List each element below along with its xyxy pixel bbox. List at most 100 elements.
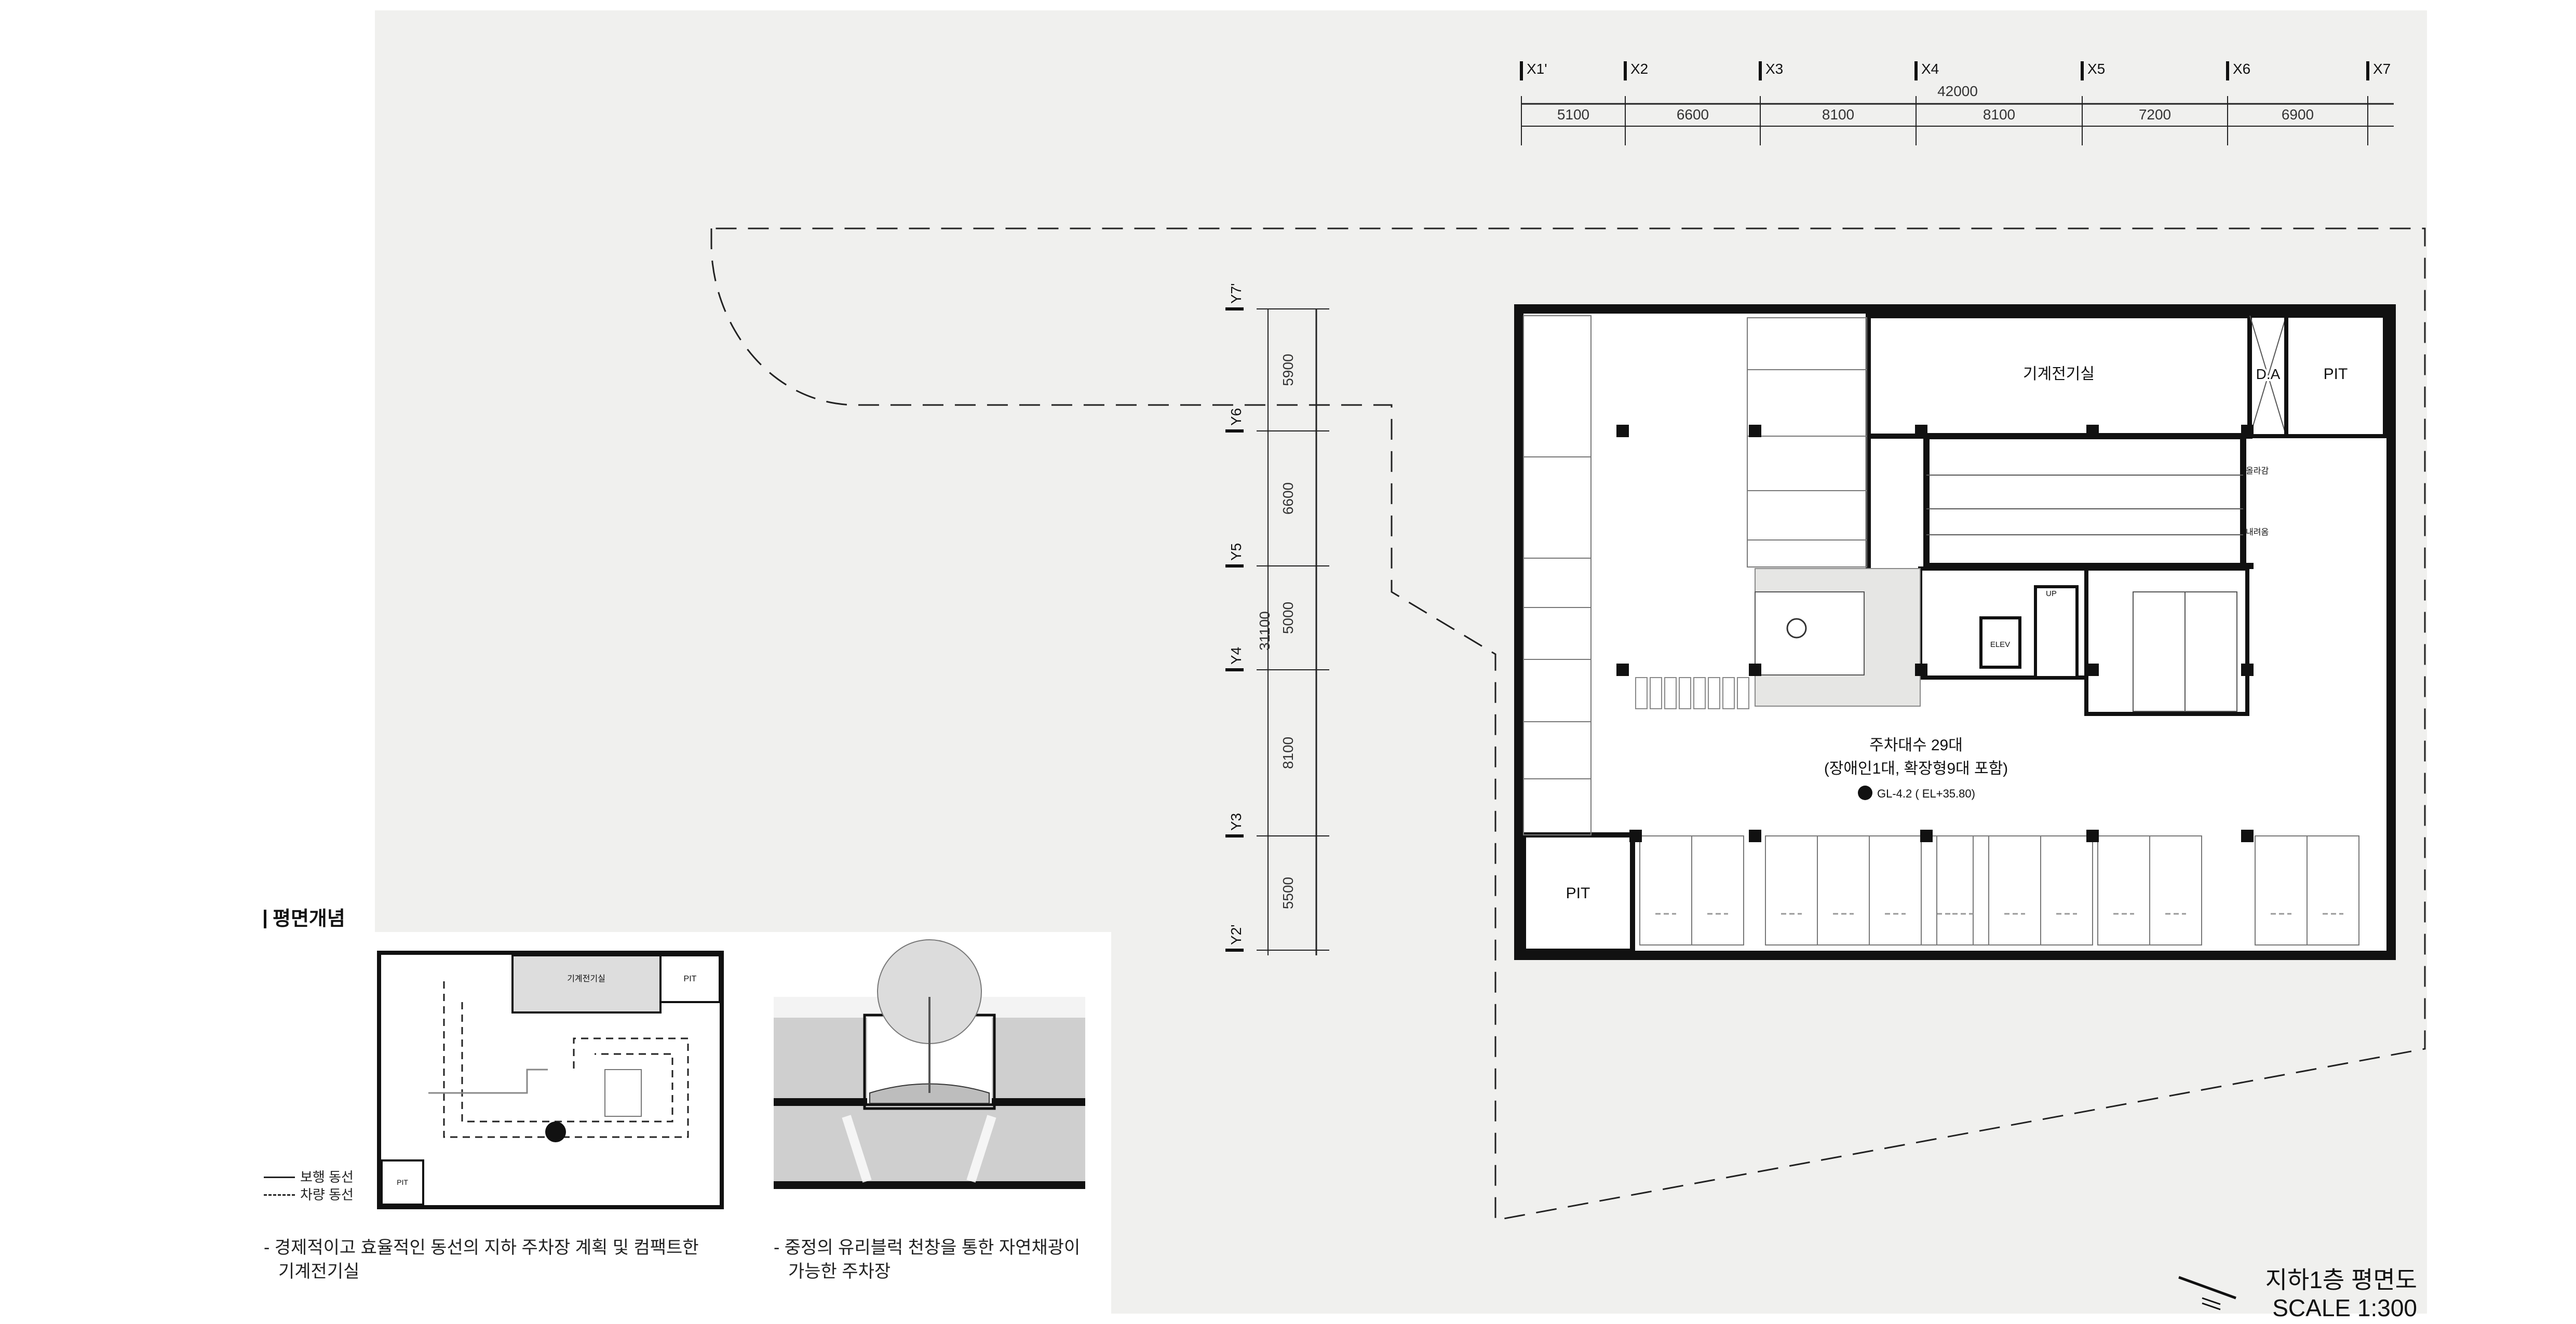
structural-column bbox=[1616, 664, 1629, 676]
y-grid-label: Y5 bbox=[1228, 543, 1244, 561]
x-grid-label: X6 bbox=[2233, 61, 2250, 77]
pit-top-label: PIT bbox=[2324, 366, 2348, 383]
elev-label: ELEV bbox=[1990, 640, 2010, 649]
structural-columns bbox=[1616, 425, 2254, 842]
caption-right: - 중정의 유리블럭 천창을 통한 자연채광이 가능한 주차장 bbox=[774, 1236, 1080, 1284]
structural-column bbox=[1616, 425, 1629, 437]
motorcycle-stall bbox=[1664, 677, 1677, 709]
level-label: GL-4.2 ( EL+35.80) bbox=[1877, 787, 1975, 800]
structural-column bbox=[1920, 830, 1933, 842]
sheet-scale: SCALE 1:300 bbox=[2272, 1294, 2417, 1321]
ramp-down-label: 내려옴 bbox=[2246, 528, 2269, 537]
sheet-title-block: 지하1층 평면도 SCALE 1:300 bbox=[2265, 1266, 2417, 1322]
structural-column bbox=[1915, 664, 1927, 676]
y-grid-label: Y4 bbox=[1228, 647, 1244, 665]
legend-vehicle: 차량 동선 bbox=[300, 1187, 354, 1203]
concept-mini-plan: 기계전기실 PIT PIT bbox=[377, 951, 724, 1209]
y-grid-label: Y6 bbox=[1228, 408, 1244, 426]
structural-column bbox=[2241, 425, 2254, 437]
parking-detail: (장애인1대, 확장형9대 포함) bbox=[1824, 760, 2008, 777]
motorcycle-stall bbox=[1635, 677, 1648, 709]
y-dim-value: 8100 bbox=[1280, 737, 1296, 769]
x-grid-label: X4 bbox=[1921, 61, 1939, 77]
structural-column bbox=[2086, 425, 2099, 437]
motorcycle-stall bbox=[1708, 677, 1720, 709]
x-dim-value: 7200 bbox=[2139, 106, 2171, 123]
x-grid-label: X7 bbox=[2373, 61, 2391, 77]
concept-legend: 보행 동선 차량 동선 bbox=[264, 1168, 354, 1204]
structural-column bbox=[2086, 830, 2099, 842]
y-dim-value: 6600 bbox=[1280, 482, 1296, 515]
mini-mech-label: 기계전기실 bbox=[567, 974, 605, 983]
north-arrow-icon bbox=[2178, 1276, 2236, 1311]
accessible-stall bbox=[1755, 591, 1865, 675]
caption-right-line2: 가능한 주차장 bbox=[788, 1262, 891, 1281]
ramp-up-label: 올라감 bbox=[2246, 466, 2269, 476]
bottom-stalls bbox=[1639, 835, 2359, 945]
pit-top bbox=[2284, 314, 2387, 438]
structural-column bbox=[2241, 664, 2254, 676]
structural-column bbox=[1749, 830, 1761, 842]
x-grid-label: X2 bbox=[1630, 61, 1648, 77]
structural-column bbox=[1749, 664, 1761, 676]
y-grid-label: Y2' bbox=[1228, 924, 1244, 945]
up-label: UP bbox=[2046, 589, 2057, 598]
x-grid-label: X3 bbox=[1765, 61, 1783, 77]
y-grid-label: Y3 bbox=[1228, 813, 1244, 831]
x-dim-value: 6600 bbox=[1677, 106, 1709, 123]
mini-pit-top-label: PIT bbox=[684, 975, 697, 983]
center-stalls bbox=[1747, 317, 1867, 568]
caption-left-line2: 기계전기실 bbox=[278, 1262, 360, 1281]
y-dim-value: 5000 bbox=[1280, 602, 1296, 634]
caption-left: - 경제적이고 효율적인 동선의 지하 주차장 계획 및 컴팩트한 기계전기실 bbox=[264, 1236, 699, 1284]
x-dim-total: 42000 bbox=[1937, 83, 1978, 99]
structural-column bbox=[2086, 664, 2099, 676]
x-grid-label: X1' bbox=[1527, 61, 1547, 77]
ramp bbox=[1923, 433, 2246, 569]
x-grid-label: X5 bbox=[2087, 61, 2105, 77]
motorcycle-stall bbox=[1693, 677, 1706, 709]
sheet-title: 지하1층 평면도 bbox=[2265, 1266, 2417, 1293]
stair bbox=[2034, 585, 2079, 679]
parking-stall bbox=[2307, 835, 2359, 945]
parking-count: 주차대수 29대 bbox=[1869, 737, 1963, 754]
motorcycle-stall bbox=[1722, 677, 1735, 709]
y-grid-label: Y7' bbox=[1228, 283, 1244, 304]
structural-column bbox=[1629, 830, 1642, 842]
pit-bottom bbox=[1521, 832, 1635, 954]
wheelchair-icon bbox=[1786, 618, 1807, 639]
y-dim-value: 5900 bbox=[1280, 354, 1296, 386]
motorcycle-stalls bbox=[1635, 677, 1749, 709]
ramp-zone bbox=[1866, 434, 1929, 574]
parking-stall bbox=[2149, 835, 2202, 945]
structural-column bbox=[2241, 830, 2254, 842]
left-stalls bbox=[1523, 315, 1592, 835]
da-label: D.A bbox=[2256, 366, 2281, 382]
structural-column bbox=[1749, 425, 1761, 437]
x-dim-value: 6900 bbox=[2282, 106, 2314, 123]
y-dim-value: 5500 bbox=[1280, 877, 1296, 909]
level-marker-icon bbox=[1858, 786, 1872, 800]
caption-right-line1: - 중정의 유리블럭 천창을 통한 자연채광이 bbox=[774, 1238, 1081, 1258]
concept-section bbox=[774, 939, 1085, 1189]
pedestrian-line-icon bbox=[264, 1176, 295, 1178]
motorcycle-stall bbox=[1679, 677, 1691, 709]
elevator bbox=[1979, 616, 2021, 669]
mini-pit-bottom-label: PIT bbox=[397, 1178, 408, 1186]
legend-pedestrian: 보행 동선 bbox=[300, 1169, 354, 1185]
vehicle-line-icon bbox=[264, 1194, 295, 1196]
caption-left-line1: - 경제적이고 효율적인 동선의 지하 주차장 계획 및 컴팩트한 bbox=[264, 1238, 699, 1258]
motorcycle-stall bbox=[1737, 677, 1749, 709]
pit-bottom-label: PIT bbox=[1566, 885, 1590, 902]
x-dim-value: 8100 bbox=[1983, 106, 2015, 123]
x-dim-value: 8100 bbox=[1822, 106, 1854, 123]
structural-column bbox=[1915, 425, 1927, 437]
mech-room-label: 기계전기실 bbox=[2023, 366, 2095, 383]
motorcycle-stall bbox=[1650, 677, 1662, 709]
concept-title: 평면개념 bbox=[264, 902, 345, 931]
site-boundary bbox=[710, 227, 2426, 1221]
y-dim-total: 31100 bbox=[1257, 611, 1273, 651]
